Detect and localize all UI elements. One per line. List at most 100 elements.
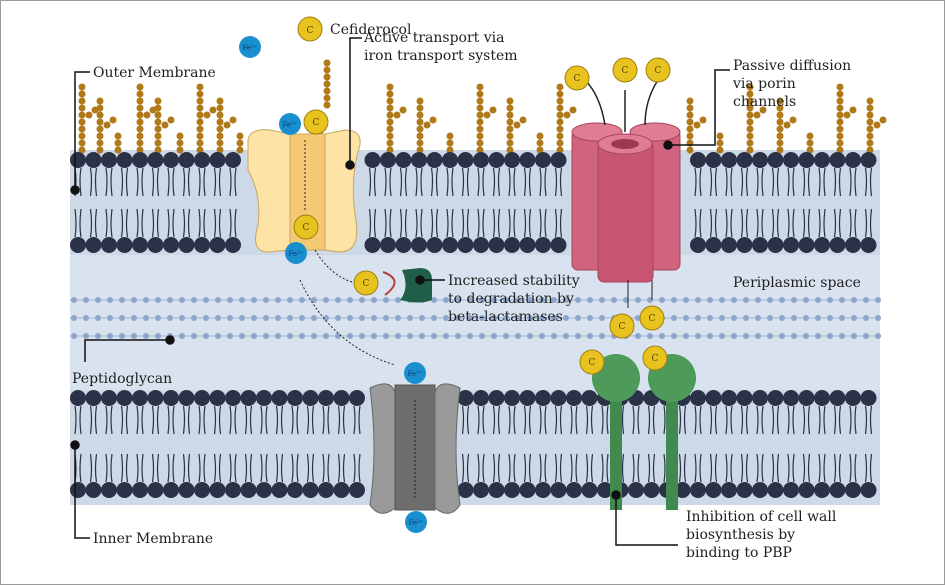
lipid-tail [136,453,144,483]
lps-unit [506,125,514,133]
lps-unit [216,125,224,133]
lipid-tail [477,167,485,197]
lipid-head [535,237,551,253]
glycan-unit [479,333,485,339]
lps-unit [323,80,331,88]
lps-unit [806,139,814,147]
lipid-tail [275,405,284,435]
lps-unit [556,139,564,147]
label-periplasmic-space: Periplasmic space [733,275,861,291]
lipid-head [132,237,148,253]
glycan-unit [755,315,761,321]
lps-unit [776,125,784,133]
glycan-unit [875,315,881,321]
glycan-unit [815,297,821,303]
repel-arrow [382,271,396,296]
lipid-head [628,482,644,498]
lps-unit [866,125,874,133]
lipid-head [395,237,412,253]
lipid-tail [694,405,702,435]
glycan-unit [479,315,485,321]
lps-unit [323,59,331,67]
lps-unit [386,132,394,140]
lps-unit [866,111,874,119]
lipid-head [426,237,443,253]
lps-unit [96,111,104,119]
lps-unit [556,83,564,91]
glycan-unit [575,333,581,339]
glycan-unit [119,297,125,303]
lps-unit [746,118,754,126]
lipid-head [442,237,458,253]
lipid-tail [167,453,175,483]
lipid-head [442,152,458,168]
glycan-unit [359,297,365,303]
leader-lines [70,37,730,546]
lps-unit [746,132,754,140]
lipid-head [550,482,567,498]
lipid-head [395,152,412,168]
label-passive-diffusion: via porin [732,76,796,92]
lps-unit [836,97,844,105]
lipid-head [147,237,164,253]
lipid-tail [492,167,501,197]
lipid-head [349,482,365,498]
lipid-head [814,390,830,406]
glycan-unit [635,297,641,303]
lipid-tail [849,453,857,483]
lps-unit [386,104,394,112]
lps-unit [154,97,162,105]
lipid-head [550,390,567,406]
periplasm [70,255,880,390]
glycan-unit [467,333,473,339]
lps-unit [476,146,484,154]
glycan-unit [719,297,725,303]
glycan-unit [299,297,305,303]
lipid-tail [554,453,563,483]
lps-unit [693,121,701,129]
lps-unit [196,146,204,154]
lipid-head [163,237,179,253]
lipid-head [798,390,815,406]
lipid-head [767,237,784,253]
lipid-tail [229,167,237,197]
lipid-tail [678,453,687,483]
lps-unit [196,132,204,140]
lipid-tail [322,453,330,483]
glycan-unit [263,315,269,321]
lipid-head [783,152,799,168]
glycan-unit [611,297,617,303]
lps-unit [236,139,244,147]
glycan-unit [143,297,149,303]
lipid-head [473,390,489,406]
cefiderocol-molecule [564,65,590,91]
glycan-unit [287,315,293,321]
lps-unit [446,132,454,140]
glycan-unit [203,297,209,303]
glycan-unit [239,297,245,303]
lipid-head [860,237,877,253]
lipid-tail [229,405,237,435]
lipid-head [535,482,551,498]
glycan-unit [83,315,89,321]
lipid-tail [260,405,268,435]
glycan-unit [371,297,377,303]
lps-unit [96,104,104,112]
lipid-tail [771,453,780,483]
lps-unit [513,121,521,129]
lipid-head [473,152,489,168]
lipid-head [488,237,505,253]
lipid-head [225,237,241,253]
lps-unit [416,132,424,140]
lps-unit [196,104,204,112]
lipid-tail [864,453,873,483]
lps-unit [399,106,407,114]
lipid-tail [446,208,454,238]
lps-unit [323,87,331,95]
penicillin-binding-proteins [592,354,696,510]
glycan-unit [251,333,257,339]
lipid-head [271,390,288,406]
lps-unit [416,146,424,154]
glycan-unit [767,297,773,303]
